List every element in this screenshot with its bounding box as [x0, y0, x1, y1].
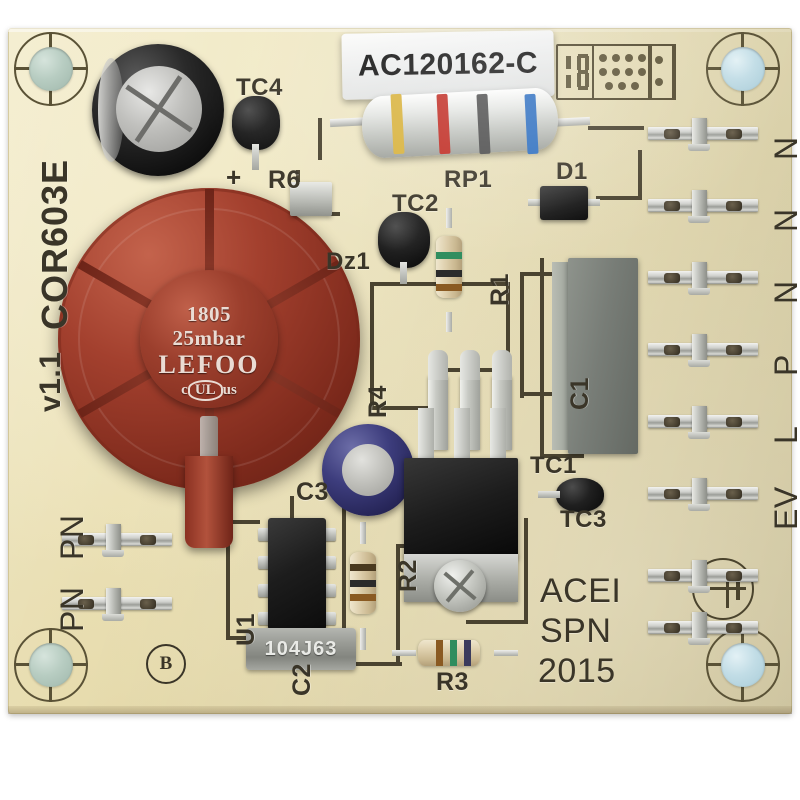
- designator-rp1: RP1: [444, 166, 493, 193]
- maker-line-2: SPN: [540, 612, 612, 650]
- switch-brand: LEFOO: [158, 350, 260, 379]
- resistor-r1: [436, 208, 462, 332]
- component-c1-block: [552, 258, 638, 454]
- capacitor-tc2: [378, 212, 430, 284]
- film-capacitor-c2: 104J63: [246, 628, 356, 670]
- component-r6: [290, 182, 332, 216]
- to220-regulator: [404, 408, 518, 620]
- terminal-right-7[interactable]: [648, 560, 758, 593]
- mounting-hole-top-right: [706, 32, 780, 106]
- terminal-right-4[interactable]: [648, 334, 758, 367]
- mounting-hole-top-left: [14, 32, 88, 106]
- trace-seg: [226, 520, 260, 524]
- trace-seg: [318, 118, 322, 160]
- cert-prefix-text: c: [181, 382, 188, 398]
- trace-seg: [370, 406, 434, 410]
- trace-seg: [520, 272, 524, 398]
- trace-seg: [466, 620, 528, 624]
- resistor-rp1: [329, 78, 591, 170]
- resistor-r3: [392, 640, 518, 666]
- pcb-bottom-edge-shadow: [8, 706, 792, 714]
- terminal-label-right-3: N: [768, 280, 800, 304]
- electrolytic-capacitor-main: [92, 44, 224, 176]
- trace-seg: [524, 518, 528, 624]
- terminal-right-3[interactable]: [648, 262, 758, 295]
- designator-tc1: TC1: [530, 452, 577, 479]
- designator-r1: R1: [486, 273, 514, 306]
- trace-seg: [226, 520, 230, 640]
- designator-tc2: TC2: [392, 190, 439, 217]
- terminal-left-2[interactable]: [62, 588, 172, 621]
- designator-d1: D1: [556, 158, 588, 185]
- terminal-label-right-4: P: [768, 354, 800, 376]
- terminal-right-1[interactable]: [648, 118, 758, 151]
- terminal-label-right-1: N: [768, 136, 800, 160]
- terminal-label-right-6: EV: [768, 486, 800, 530]
- capacitor-tc1: [538, 478, 604, 512]
- maker-line-1: ACEI: [540, 572, 622, 610]
- trace-seg: [370, 282, 374, 410]
- trace-seg: [396, 544, 400, 666]
- designator-tc4: TC4: [236, 74, 283, 101]
- trace-seg: [342, 506, 346, 666]
- mounting-hole-bottom-left: [14, 628, 88, 702]
- unpopulated-connector-footprint: [556, 44, 676, 100]
- ul-logo-icon: UL: [187, 380, 223, 401]
- terminal-label-left-1: PN: [54, 514, 90, 560]
- maker-line-3: 2015: [538, 652, 616, 690]
- trace-seg: [506, 282, 510, 392]
- trace-seg: [540, 454, 584, 458]
- designator-r2: R2: [394, 559, 422, 592]
- designator-r3: R3: [436, 668, 469, 696]
- terminal-label-left-2: PN: [54, 586, 90, 632]
- designator-c2: C2: [288, 663, 316, 696]
- terminal-left-1[interactable]: [62, 524, 172, 557]
- resistor-r2: [350, 522, 376, 650]
- designator-tc3: TC3: [560, 506, 607, 533]
- trace-seg: [588, 126, 644, 130]
- cert-suffix-text: us: [222, 382, 237, 398]
- trace-seg: [520, 392, 554, 396]
- terminal-right-6[interactable]: [648, 478, 758, 511]
- designator-c1: C1: [566, 377, 594, 410]
- switch-rating: 25mbar: [172, 326, 246, 350]
- terminal-label-right-2: N: [768, 208, 800, 232]
- terminal-right-2[interactable]: [648, 190, 758, 223]
- switch-model-code: 1805: [187, 302, 231, 326]
- trace-seg: [290, 496, 294, 524]
- board-rev-label: v1.1: [34, 351, 67, 412]
- designator-plus: +: [226, 162, 242, 192]
- designator-u1: U1: [232, 613, 260, 646]
- b-mark-badge: B: [146, 644, 186, 684]
- film-capacitor-marking: 104J63: [264, 637, 338, 660]
- electrolytic-capacitor-c3: [322, 424, 414, 516]
- trace-seg: [540, 258, 544, 458]
- board-id-label: COR603E: [34, 158, 75, 330]
- trace-seg: [342, 662, 402, 666]
- pcb-top-edge-highlight: [8, 28, 792, 32]
- designator-dz1: Dz1: [326, 248, 371, 275]
- designator-r4: R4: [364, 385, 392, 418]
- terminal-right-5[interactable]: [648, 406, 758, 439]
- diode-d1: [528, 186, 600, 220]
- trace-seg: [638, 150, 642, 200]
- capacitor-tc4: [232, 96, 280, 170]
- terminal-right-8[interactable]: [648, 612, 758, 645]
- trace-seg: [596, 196, 642, 200]
- trace-seg: [520, 272, 556, 276]
- designator-r6: R6: [268, 166, 301, 194]
- ic-u1-dip8: [258, 518, 336, 630]
- designator-c3: C3: [296, 478, 329, 506]
- terminal-label-right-5: L: [768, 426, 800, 444]
